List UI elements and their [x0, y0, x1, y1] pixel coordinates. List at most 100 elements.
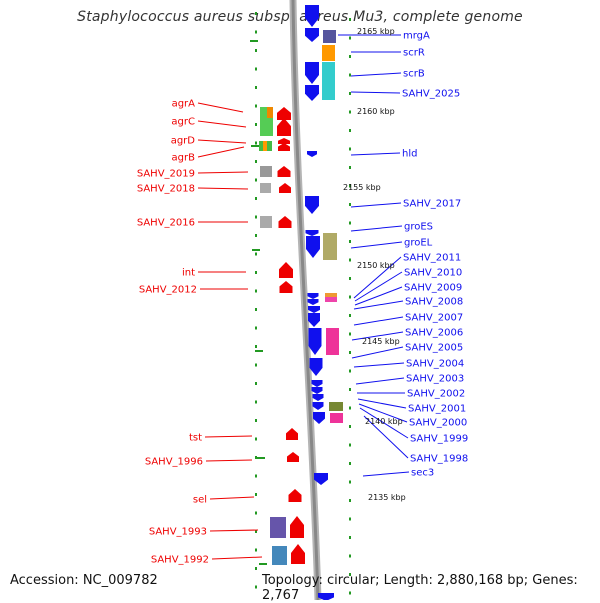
- coordinate-tick: 2150 kbp: [357, 261, 395, 270]
- label-connector: [197, 120, 247, 128]
- gene-box: [330, 413, 343, 423]
- label-connector: [209, 496, 255, 500]
- label-connector: [350, 241, 403, 249]
- rail-dot: [255, 493, 257, 496]
- gene-box: [329, 402, 343, 411]
- rail-dot: [349, 129, 351, 132]
- gene-arrow-minus: [313, 412, 325, 424]
- rail-dash: [251, 145, 259, 147]
- label-connector: [350, 72, 402, 77]
- gene-arrow-minus: [311, 387, 323, 394]
- rail-dot: [255, 141, 257, 145]
- gene-box: [326, 328, 339, 355]
- label-connector: [354, 271, 403, 302]
- feature-label-SAHV_2018: SAHV_2018: [137, 184, 195, 195]
- rail-dot: [349, 314, 351, 317]
- coordinate-tick: 2140 kbp: [365, 417, 403, 426]
- rail-dot: [255, 271, 257, 274]
- feature-label-SAHV_1999: SAHV_1999: [410, 434, 468, 445]
- rail-dot: [255, 511, 257, 515]
- label-connector: [359, 407, 409, 439]
- gene-box: [260, 183, 271, 193]
- gene-arrow-minus: [314, 473, 328, 485]
- rail-dot: [255, 234, 257, 237]
- rail-dot: [255, 363, 257, 367]
- rail-dot: [255, 382, 257, 385]
- rail-dot: [349, 73, 351, 77]
- coordinate-tick: 2155 kbp: [343, 183, 381, 192]
- gene-arrow-minus: [307, 151, 317, 157]
- label-connector: [209, 529, 259, 532]
- rail-dash: [257, 457, 265, 459]
- gene-box: [259, 141, 263, 151]
- feature-label-hld: hld: [402, 149, 417, 160]
- feature-label-SAHV_1992: SAHV_1992: [151, 555, 209, 566]
- feature-label-SAHV_2005: SAHV_2005: [405, 343, 463, 354]
- rail-dot: [349, 166, 351, 169]
- rail-dot: [349, 499, 351, 502]
- gene-arrow-plus: [277, 107, 291, 120]
- rail-dot: [349, 277, 351, 280]
- gene-arrow-plus: [278, 143, 290, 151]
- rail-dot: [255, 215, 257, 219]
- feature-label-SAHV_2008: SAHV_2008: [405, 297, 463, 308]
- rail-dot: [349, 295, 351, 299]
- rail-dot: [349, 462, 351, 465]
- feature-label-SAHV_2003: SAHV_2003: [406, 374, 464, 385]
- rail-dot: [349, 351, 351, 354]
- gene-arrow-plus: [279, 183, 291, 193]
- label-connector: [211, 556, 263, 560]
- feature-label-scrB: scrB: [403, 69, 425, 80]
- gene-box: [325, 297, 337, 302]
- feature-label-SAHV_1996: SAHV_1996: [145, 457, 203, 468]
- gene-arrow-plus: [287, 452, 299, 462]
- gene-box: [323, 233, 337, 260]
- rail-dot: [255, 308, 257, 311]
- rail-dot: [255, 160, 257, 163]
- coordinate-tick: 2160 kbp: [357, 107, 395, 116]
- accession-text: Accession: NC_009782: [10, 573, 158, 588]
- label-connector: [363, 415, 409, 459]
- gene-arrow-minus: [305, 5, 319, 27]
- gene-box: [267, 107, 273, 118]
- rail-dot: [349, 221, 351, 225]
- topology-text: Topology: circular; Length: 2,880,168 bp…: [262, 573, 578, 603]
- feature-label-agrC: agrC: [171, 117, 195, 128]
- label-connector: [350, 152, 401, 156]
- gene-box: [260, 166, 272, 177]
- rail-dash: [252, 249, 260, 251]
- rail-dot: [349, 536, 351, 539]
- feature-label-SAHV_2016: SAHV_2016: [137, 218, 195, 229]
- rail-dot: [349, 110, 351, 114]
- gene-box: [322, 45, 335, 61]
- label-connector: [197, 146, 245, 158]
- gene-arrow-plus: [288, 489, 302, 502]
- label-connector: [358, 403, 408, 423]
- feature-label-groEL: groEL: [404, 238, 433, 249]
- rail-dot: [349, 18, 351, 21]
- gene-box: [270, 517, 286, 538]
- label-connector: [351, 331, 404, 341]
- rail-dot: [349, 258, 351, 262]
- gene-arrow-minus: [305, 28, 319, 42]
- feature-label-SAHV_2010: SAHV_2010: [404, 268, 462, 279]
- coordinate-tick: 2145 kbp: [362, 337, 400, 346]
- feature-label-sel: sel: [193, 495, 207, 506]
- rail-dot: [255, 197, 257, 200]
- rail-dot: [349, 184, 351, 188]
- gene-arrow-plus: [286, 428, 298, 440]
- label-connector: [197, 139, 247, 144]
- feature-label-SAHV_2002: SAHV_2002: [407, 389, 465, 400]
- label-connector: [197, 171, 249, 174]
- feature-label-SAHV_2007: SAHV_2007: [405, 313, 463, 324]
- gene-arrow-plus: [290, 516, 304, 538]
- gene-box: [322, 62, 335, 84]
- rail-dot: [349, 203, 351, 206]
- gene-arrow-minus: [307, 299, 319, 305]
- rail-dot: [255, 178, 257, 182]
- gene-arrow-minus: [305, 196, 319, 214]
- gene-box: [260, 118, 273, 136]
- gene-box: [263, 141, 267, 151]
- gene-arrow-minus: [305, 85, 319, 101]
